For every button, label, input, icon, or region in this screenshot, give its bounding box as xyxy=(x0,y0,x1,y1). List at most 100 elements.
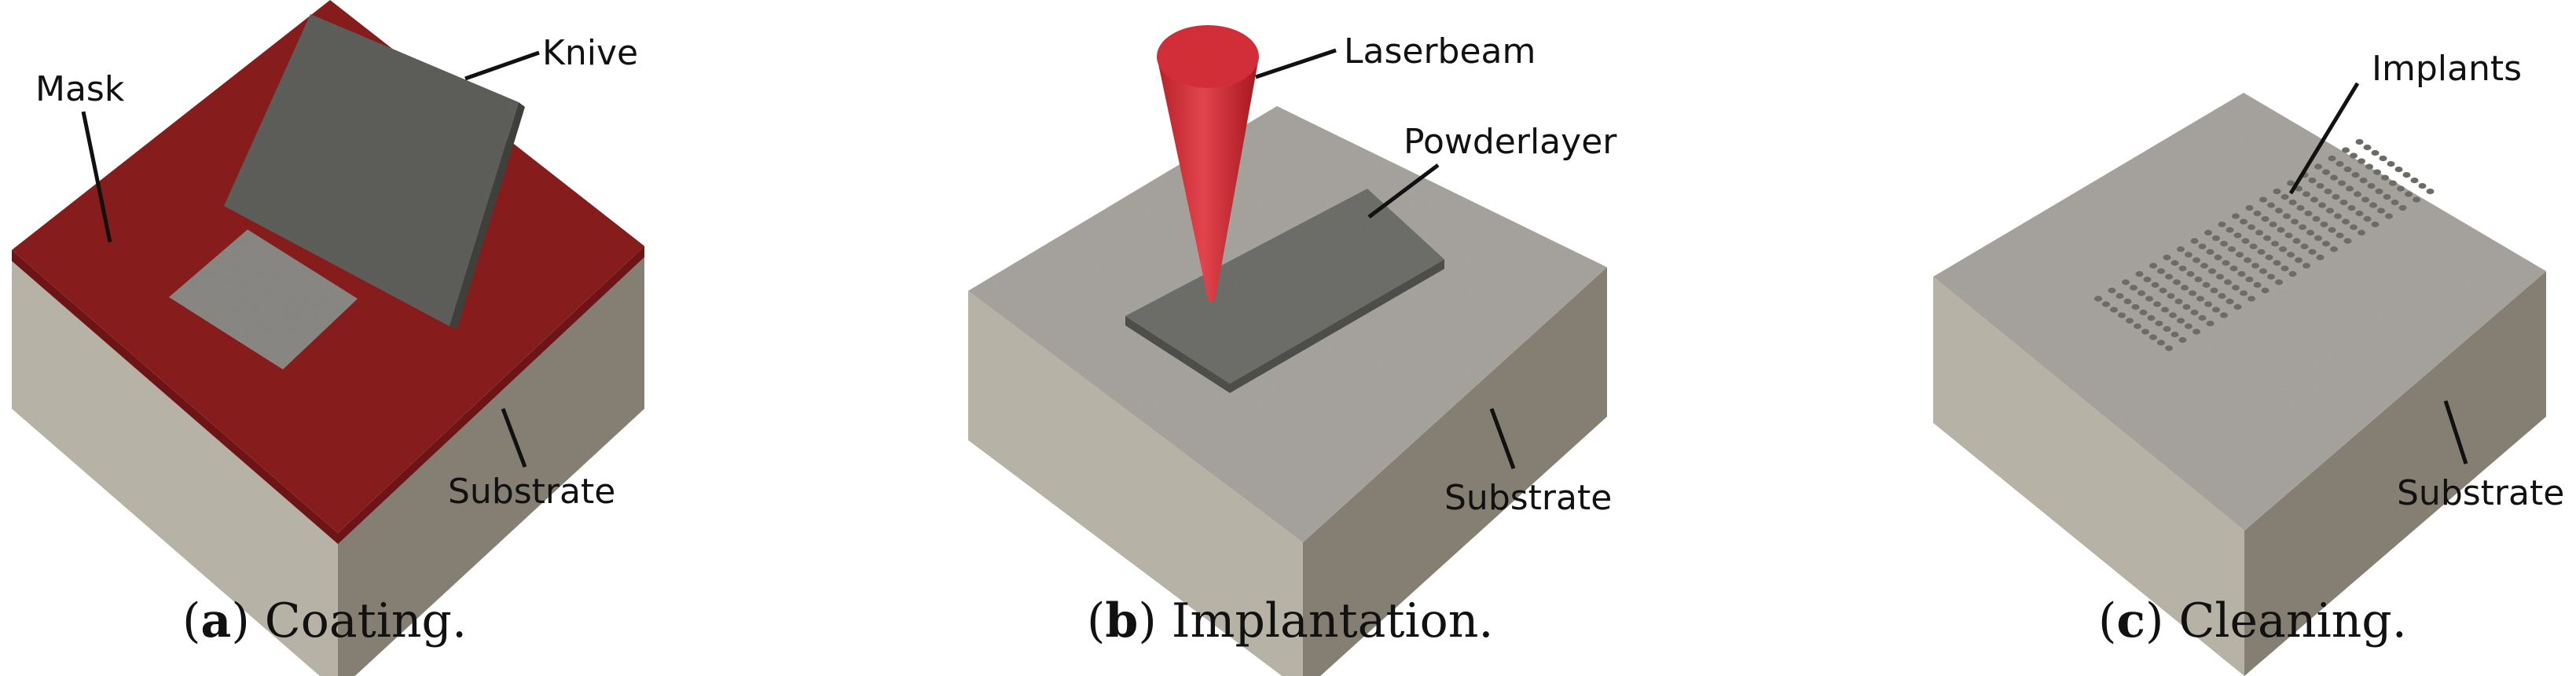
implant-dot xyxy=(2277,226,2285,233)
implant-dot xyxy=(2147,314,2156,321)
implant-dot xyxy=(2339,199,2348,206)
implant-dot xyxy=(2126,318,2134,324)
implant-dot xyxy=(2391,199,2399,206)
implant-dot xyxy=(2163,254,2171,261)
implant-dot xyxy=(2334,213,2342,219)
implant-dot xyxy=(2249,243,2258,250)
implant-dot xyxy=(2171,331,2179,338)
implant-dot xyxy=(2371,149,2380,156)
implant-dot xyxy=(2123,298,2132,305)
mask-window-a xyxy=(169,230,358,369)
implant-dot xyxy=(2134,323,2141,329)
implant-dot xyxy=(2379,155,2387,162)
substrate-label-c: Substrate xyxy=(2397,473,2564,513)
panel-implantation: Laserbeam Powderlayer Substrate (b) Impl… xyxy=(968,25,1617,676)
implant-dot xyxy=(2178,336,2187,344)
implant-dot xyxy=(2193,329,2200,335)
implant-dot xyxy=(2358,158,2365,164)
implant-dot xyxy=(2163,325,2171,332)
implant-dot xyxy=(2308,248,2317,255)
implant-dot xyxy=(2383,193,2391,200)
laser-leader-line xyxy=(1255,48,1337,79)
implant-dot xyxy=(2222,259,2230,266)
coating-knife xyxy=(224,14,519,326)
implant-dot xyxy=(2377,208,2385,214)
caption-c: (c) Cleaning. xyxy=(2098,593,2407,648)
mask-side-left-a xyxy=(12,250,338,544)
implant-dot xyxy=(2347,204,2356,211)
implant-dot xyxy=(2273,188,2281,195)
implant-dot xyxy=(2145,296,2153,302)
implant-dot xyxy=(2267,202,2275,208)
implant-dot xyxy=(2304,210,2313,217)
powder-label: Powderlayer xyxy=(1404,122,1617,162)
implant-dot xyxy=(2275,208,2283,214)
implant-dot xyxy=(2198,243,2207,250)
mask-leader-line xyxy=(81,111,112,243)
implant-dot xyxy=(2371,221,2380,228)
implant-dot xyxy=(2233,232,2242,239)
panel-coating: Mask Knive Substrate (a) Coating. xyxy=(12,0,644,676)
implant-dot xyxy=(2343,237,2352,244)
implant-dot xyxy=(2169,312,2177,318)
powder-layer-b xyxy=(1125,189,1444,393)
implant-dot xyxy=(2336,232,2344,239)
implant-dot xyxy=(2295,257,2303,263)
implant-dot xyxy=(2122,279,2130,285)
implant-dot xyxy=(2240,290,2248,296)
implant-dot xyxy=(2267,274,2275,280)
implant-dot xyxy=(2185,323,2193,329)
implant-dot xyxy=(2194,276,2203,283)
powder-layer-top xyxy=(1125,189,1444,384)
implant-dot xyxy=(2310,197,2318,203)
implant-dot xyxy=(2365,163,2373,170)
implant-dot xyxy=(2350,152,2358,159)
implant-dot xyxy=(2284,232,2293,239)
implant-dot xyxy=(2287,252,2295,258)
substrate-right-face-a xyxy=(338,255,644,676)
implant-dot xyxy=(2354,191,2361,197)
implant-dot xyxy=(2245,276,2254,283)
implant-dot xyxy=(2338,180,2346,186)
implant-dot xyxy=(2186,270,2195,277)
implant-dot xyxy=(2232,213,2240,219)
implant-dot xyxy=(2174,298,2183,305)
implant-dot xyxy=(2263,235,2271,241)
implant-dot xyxy=(2351,171,2360,178)
implant-dot xyxy=(2248,224,2255,230)
knife-label: Knive xyxy=(542,33,638,73)
laser-beam xyxy=(1157,25,1259,302)
implant-dot xyxy=(2206,248,2215,255)
implant-dot xyxy=(2346,186,2354,192)
caption-a: (a) Coating. xyxy=(182,593,467,648)
implant-dot xyxy=(2255,230,2263,236)
implant-dot xyxy=(2237,270,2246,277)
implant-dot xyxy=(2405,191,2413,197)
implant-dot xyxy=(2316,254,2325,261)
caption-letter-c: c xyxy=(2116,593,2145,648)
implant-dot xyxy=(2265,254,2273,261)
implant-dot xyxy=(2296,204,2305,211)
implant-dot xyxy=(2355,138,2364,145)
implant-dot xyxy=(2190,309,2199,316)
implant-dot xyxy=(2206,320,2215,327)
substrate-leader-line-a xyxy=(501,408,527,468)
implant-dot xyxy=(2387,160,2395,167)
implant-dot xyxy=(2292,237,2301,244)
caption-letter-b: b xyxy=(1105,593,1138,648)
implant-dot xyxy=(2350,224,2358,230)
implant-dot xyxy=(2108,287,2116,294)
implant-dot xyxy=(2141,329,2149,335)
implant-dot xyxy=(2218,221,2226,228)
implant-dot xyxy=(2204,230,2212,236)
implant-dot xyxy=(2342,219,2350,225)
implant-dot xyxy=(2153,301,2161,307)
implant-dot xyxy=(2137,290,2145,296)
implant-dot xyxy=(2320,221,2328,228)
implant-dot xyxy=(2115,292,2124,299)
implant-dot xyxy=(2367,182,2376,189)
implant-dot xyxy=(2177,246,2185,252)
implant-dot xyxy=(2283,213,2291,219)
substrate-left-face-a xyxy=(12,259,338,676)
